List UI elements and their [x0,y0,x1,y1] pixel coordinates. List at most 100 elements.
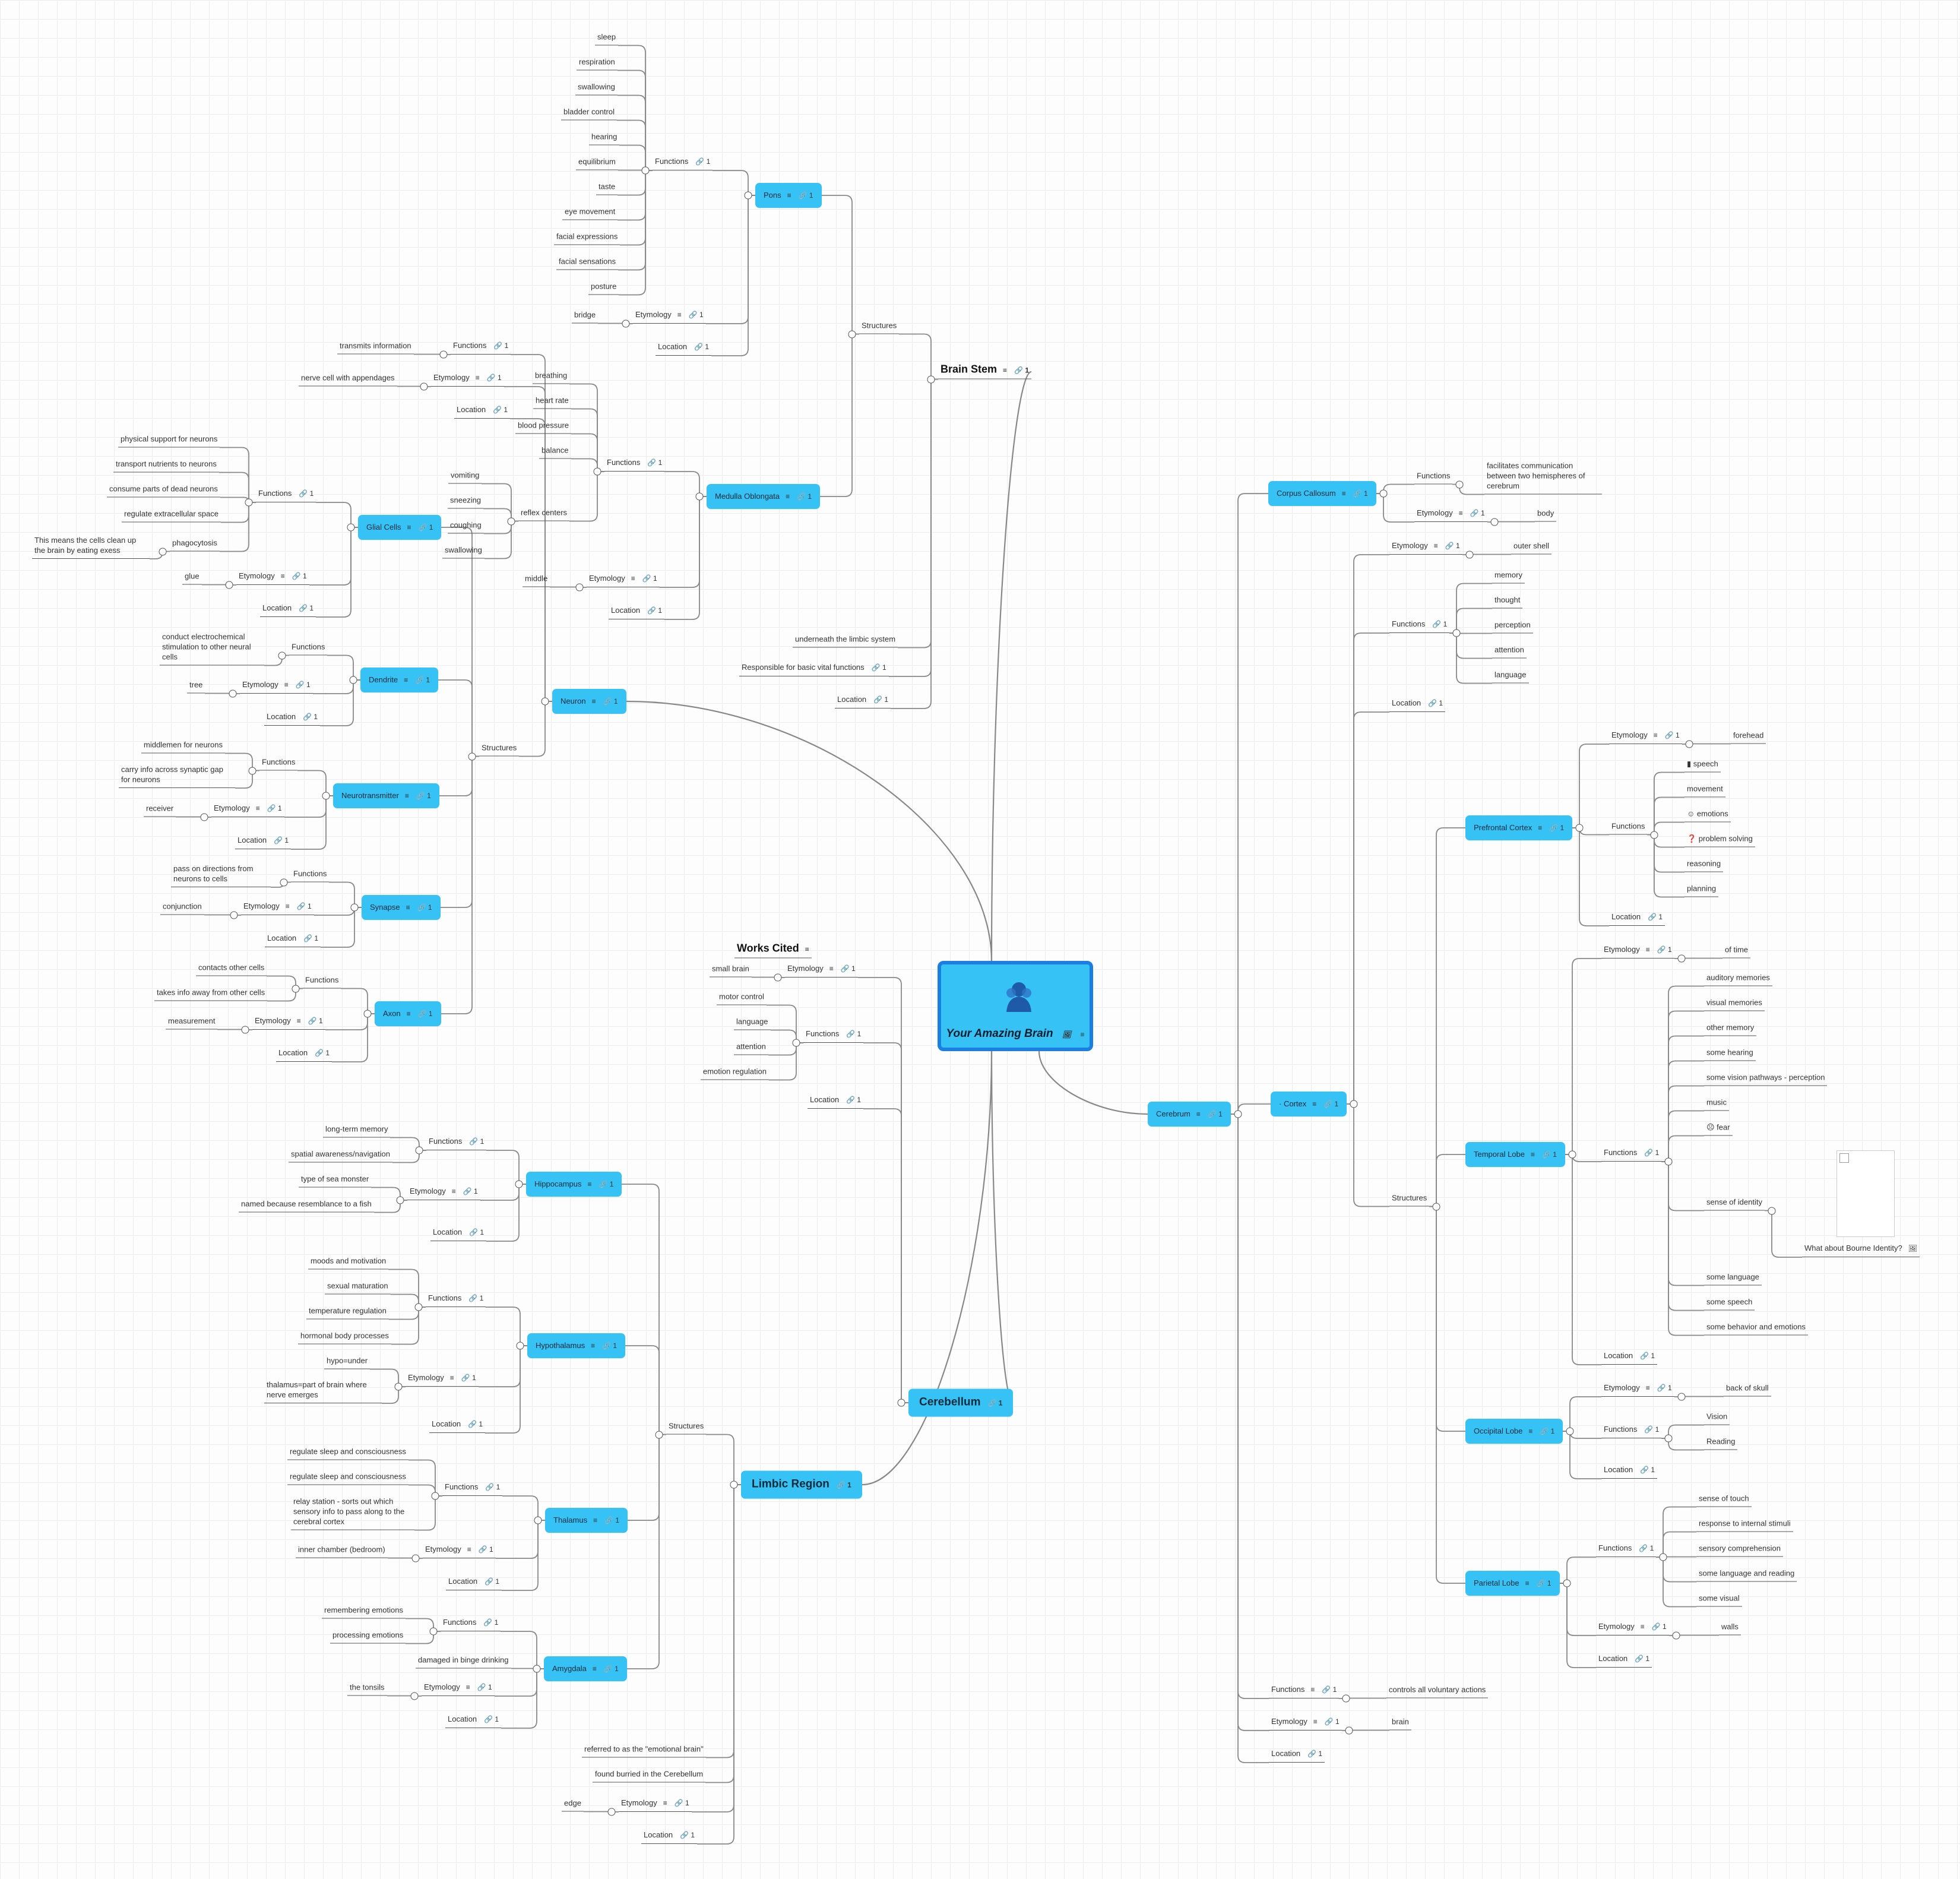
link-count-icon[interactable]: 🔗 1 [1657,1384,1672,1392]
topic-oc_e1[interactable]: back of skull [1724,1383,1771,1397]
collapse-toggle[interactable] [1350,1100,1358,1108]
topic-m5[interactable]: reflex centers [518,508,570,521]
topic-hy_e1[interactable]: hypo=under [324,1356,371,1369]
topic-l_r2[interactable]: found burried in the Cerebellum [593,1769,706,1783]
topic-am_e1[interactable]: the tonsils [347,1682,387,1696]
topic-a_e1[interactable]: measurement [166,1016,218,1030]
link-count-icon[interactable]: 🔗 1 [303,713,318,721]
notes-icon[interactable]: ≡ [1458,509,1463,517]
collapse-toggle[interactable] [593,467,601,476]
topic-oc_f1[interactable]: Vision [1704,1412,1730,1425]
topic-bs_struct[interactable]: Structures [859,321,900,334]
link-count-icon[interactable]: 🔗 1 [296,902,312,910]
topic-p2[interactable]: respiration [577,57,618,71]
topic-cx_f4[interactable]: attention [1492,645,1527,659]
collapse-toggle[interactable] [1568,1150,1576,1159]
topic-medulla[interactable]: Medulla Oblongata≡🔗 1 [707,484,821,509]
topic-bourne[interactable]: What about Bourne Identity?🖼 [1802,1243,1920,1257]
topic-pf_f6[interactable]: planning [1684,884,1719,897]
topic-cr_f1[interactable]: controls all voluntary actions [1386,1685,1489,1698]
collapse-toggle[interactable] [280,878,288,886]
topic-cx_e1[interactable]: outer shell [1511,541,1551,555]
link-count-icon[interactable]: 🔗 1 [418,523,433,532]
collapse-toggle[interactable] [1566,1427,1574,1435]
notes-icon[interactable]: ≡ [280,572,285,580]
topic-m4[interactable]: balance [539,445,571,459]
topic-tl_f1[interactable]: auditory memories [1704,973,1772,986]
link-count-icon[interactable]: 🔗 1 [1542,1150,1557,1159]
notes-icon[interactable]: ≡ [406,1010,411,1018]
topic-pons[interactable]: Pons≡🔗 1 [755,183,822,208]
notes-icon[interactable]: ≡ [1313,1717,1318,1726]
link-count-icon[interactable]: 🔗 1 [267,804,282,812]
topic-hy_l[interactable]: Location🔗 1 [429,1419,486,1433]
topic-cr_e[interactable]: Etymology≡🔗 1 [1269,1716,1342,1731]
collapse-toggle[interactable] [1664,1157,1673,1166]
topic-a_l[interactable]: Location🔗 1 [276,1048,333,1062]
topic-pl_f3[interactable]: sensory comprehension [1696,1543,1784,1557]
link-count-icon[interactable]: 🔗 1 [1323,1100,1339,1108]
topic-cx_f[interactable]: Functions🔗 1 [1389,619,1450,633]
link-count-icon[interactable]: 🔗 1 [463,1187,478,1195]
collapse-toggle[interactable] [541,697,549,706]
topic-t_f1[interactable]: regulate sleep and consciousness [287,1447,409,1460]
collapse-toggle[interactable] [695,492,704,501]
topic-pl_l[interactable]: Location🔗 1 [1596,1653,1652,1668]
collapse-toggle[interactable] [292,985,300,992]
notes-icon[interactable]: ≡ [285,902,290,910]
notes-icon[interactable]: ≡ [404,792,409,800]
topic-tl_f6[interactable]: music [1704,1097,1729,1111]
link-count-icon[interactable]: 🔗 1 [871,663,886,672]
link-count-icon[interactable]: 🔗 1 [1640,1466,1655,1474]
topic-pl_f5[interactable]: some visual [1696,1593,1742,1607]
topic-am_l[interactable]: Location🔗 1 [445,1714,502,1728]
link-count-icon[interactable]: 🔗 1 [415,676,430,684]
link-count-icon[interactable]: 🔗 1 [303,934,319,942]
link-count-icon[interactable]: 🔗 1 [1657,945,1672,954]
topic-cc_e[interactable]: Etymology≡🔗 1 [1414,508,1487,522]
topic-t_e1[interactable]: inner chamber (bedroom) [296,1545,388,1558]
collapse-toggle[interactable] [622,320,630,328]
topic-oc_e[interactable]: Etymology≡🔗 1 [1601,1383,1674,1397]
link-count-icon[interactable]: 🔗 1 [477,1683,492,1691]
topic-cc_e1[interactable]: body [1535,508,1557,522]
topic-temp[interactable]: Temporal Lobe≡🔗 1 [1465,1142,1565,1167]
topic-cerebrum[interactable]: Cerebrum≡🔗 1 [1148,1102,1231,1127]
topic-p_e1[interactable]: bridge [572,310,599,324]
link-count-icon[interactable]: 🔗 1 [674,1799,689,1807]
topic-l_r1[interactable]: referred to as the "emotional brain" [582,1744,706,1758]
topic-n_e[interactable]: Etymology≡🔗 1 [431,372,504,387]
collapse-toggle[interactable] [1650,831,1658,839]
link-count-icon[interactable]: 🔗 1 [1651,1622,1667,1631]
link-count-icon[interactable]: 🔗 1 [493,406,508,414]
notes-icon[interactable]: ≡ [407,523,411,532]
collapse-toggle[interactable] [1685,740,1693,748]
collapse-toggle[interactable] [1452,629,1461,637]
topic-a_f[interactable]: Functions [303,975,341,989]
topic-a_f1[interactable]: contacts other cells [196,963,267,976]
topic-d_f[interactable]: Functions [289,642,328,656]
link-count-icon[interactable]: 🔗 1 [603,697,618,706]
link-count-icon[interactable]: 🔗 1 [417,903,432,912]
link-count-icon[interactable]: 🔗 1 [1432,620,1448,628]
topic-am_e[interactable]: Etymology≡🔗 1 [422,1682,495,1696]
topic-nt_f2[interactable]: carry info across synaptic gap for neuro… [119,764,235,788]
collapse-toggle[interactable] [1664,1434,1673,1443]
topic-t_e[interactable]: Etymology≡🔗 1 [423,1544,496,1558]
topic-g3[interactable]: consume parts of dead neurons [107,484,220,498]
topic-nt_l[interactable]: Location🔗 1 [235,835,292,849]
link-count-icon[interactable]: 🔗 1 [1536,1579,1551,1587]
topic-am_f2[interactable]: processing emotions [330,1630,406,1644]
topic-n_f[interactable]: Functions🔗 1 [451,340,511,355]
topic-l_s[interactable]: Structures [666,1421,707,1435]
topic-cr_e1[interactable]: brain [1389,1717,1411,1731]
topic-p6[interactable]: equilibrium [576,157,618,170]
topic-med_f[interactable]: Functions🔗 1 [604,457,665,472]
topic-pf_f3[interactable]: ☺ emotions [1684,809,1731,823]
topic-h_f2[interactable]: spatial awareness/navigation [289,1149,392,1163]
link-count-icon[interactable]: 🔗 1 [1322,1685,1337,1694]
notes-icon[interactable]: ≡ [467,1545,471,1554]
link-count-icon[interactable]: 🔗 1 [416,792,431,800]
topic-tl_f5[interactable]: some vision pathways - perception [1704,1073,1828,1086]
